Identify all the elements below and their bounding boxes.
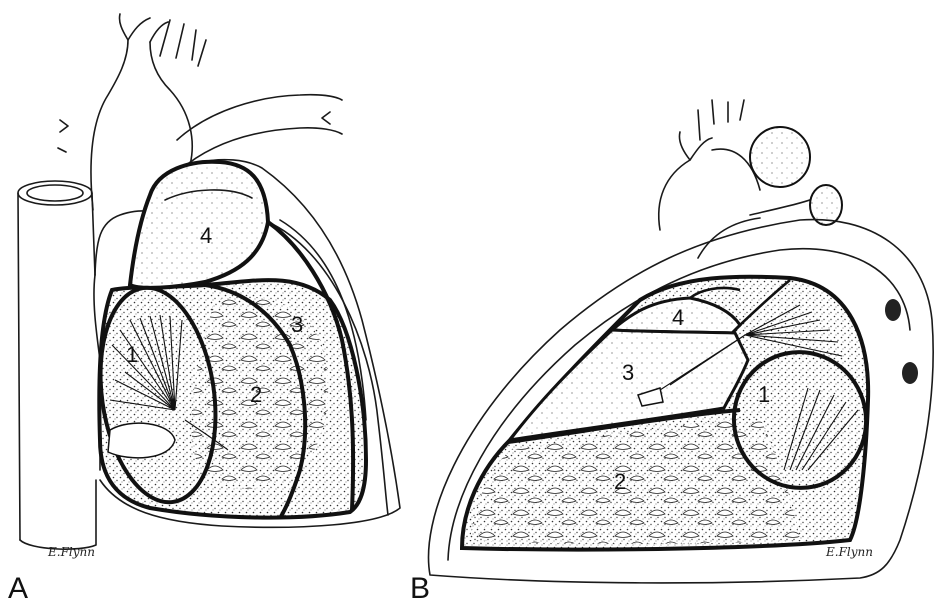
panel-a-region-1-label: 1 bbox=[126, 342, 138, 367]
panel-a-region-3-label: 3 bbox=[291, 312, 303, 337]
panel-a: 4 1 2 3 E.Flynn A bbox=[8, 14, 400, 605]
panel-b-region-4-label: 4 bbox=[672, 305, 684, 330]
panel-a-region-2-label: 2 bbox=[250, 382, 262, 407]
panel-b-great-vessels bbox=[659, 100, 842, 258]
panel-b-region-1-label: 1 bbox=[758, 382, 770, 407]
panel-a-letter: A bbox=[8, 572, 28, 605]
panel-b-region-3-label: 3 bbox=[622, 360, 634, 385]
panel-a-signature: E.Flynn bbox=[47, 545, 95, 559]
panel-b-region-2-label: 2 bbox=[614, 469, 626, 494]
panel-b: 4 3 1 2 E.Flynn B bbox=[410, 100, 933, 605]
panel-a-region-4 bbox=[130, 162, 268, 288]
panel-a-region-4-label: 4 bbox=[200, 223, 212, 248]
panel-b-letter: B bbox=[410, 572, 430, 605]
panel-b-signature: E.Flynn bbox=[825, 545, 873, 559]
